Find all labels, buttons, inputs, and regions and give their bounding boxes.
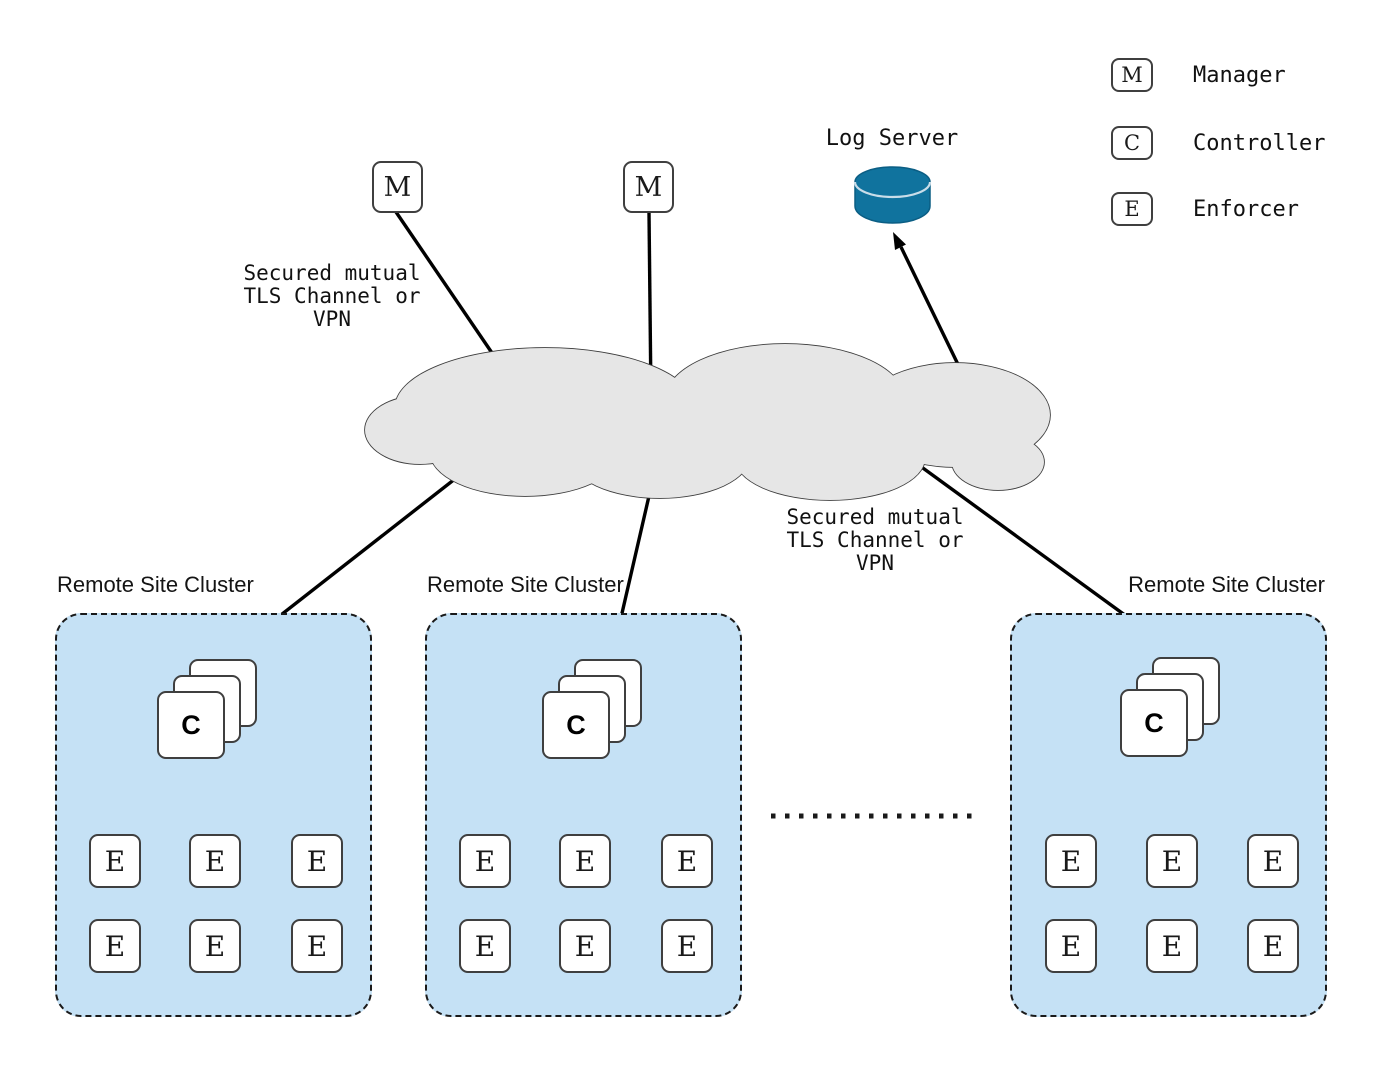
cluster-1-enforcer-6: E: [291, 919, 343, 973]
cluster-1-box: C E E E E E E: [55, 613, 372, 1017]
log-server-cylinder-icon: [853, 166, 932, 224]
cluster-3-label: Remote Site Cluster: [1128, 572, 1325, 597]
cluster-3-enforcer-1: E: [1045, 834, 1097, 888]
enforcer-letter: E: [204, 929, 226, 963]
remote-site-cluster-2: Remote Site Cluster C E E E E E E: [425, 572, 742, 1020]
cluster-2-enforcer-2: E: [559, 834, 611, 888]
legend-enforcer-symbol: E: [1124, 197, 1140, 221]
cluster-1-enforcer-1: E: [89, 834, 141, 888]
enforcer-letter: E: [306, 929, 328, 963]
enforcer-letter: E: [1060, 844, 1082, 878]
legend-enforcer-symbol-box: E: [1111, 192, 1153, 226]
enforcer-letter: E: [1262, 844, 1284, 878]
cluster-1-enforcer-4: E: [89, 919, 141, 973]
legend-controller-label: Controller: [1193, 130, 1326, 156]
enforcer-letter: E: [574, 929, 596, 963]
cluster-2-enforcer-5: E: [559, 919, 611, 973]
enforcer-letter: E: [474, 844, 496, 878]
remote-site-cluster-3: Remote Site Cluster C E E E E E E: [1010, 572, 1327, 1020]
cluster-2-controller-stack: C: [542, 659, 643, 760]
enforcer-letter: E: [1161, 929, 1183, 963]
legend: M Manager C Controller E Enforcer: [1111, 58, 1380, 228]
legend-row-enforcer: E Enforcer: [1111, 192, 1299, 226]
remote-site-cluster-1: Remote Site Cluster C E E E E E E: [55, 572, 372, 1020]
controller-letter: C: [181, 709, 201, 740]
enforcer-letter: E: [1161, 844, 1183, 878]
enforcer-letter: E: [104, 844, 126, 878]
arrowhead-icon: [893, 232, 906, 250]
cluster-1-label: Remote Site Cluster: [57, 572, 254, 597]
cluster-3-enforcer-2: E: [1146, 834, 1198, 888]
enforcer-letter: E: [1262, 929, 1284, 963]
cloud-logserver-arrow-shaft: [899, 246, 970, 386]
cluster-1-controller-stack: C: [157, 659, 258, 760]
manager-node-1-letter: M: [383, 171, 412, 203]
cluster-2-box: C E E E E E E: [425, 613, 742, 1017]
enforcer-letter: E: [574, 844, 596, 878]
cluster-3-enforcer-4: E: [1045, 919, 1097, 973]
manager-node-2: M: [623, 161, 674, 213]
secured-channel-label-left: Secured mutual TLS Channel or VPN: [243, 261, 421, 331]
cluster-1-enforcer-2: E: [189, 834, 241, 888]
cluster-1-enforcer-5: E: [189, 919, 241, 973]
cluster-3-controller-stack: C: [1120, 657, 1221, 758]
cluster-2-controller-node: C: [542, 691, 610, 759]
manager-node-2-letter: M: [634, 171, 663, 203]
enforcer-letter: E: [676, 929, 698, 963]
cluster-1-enforcer-3: E: [291, 834, 343, 888]
cluster-2-label: Remote Site Cluster: [427, 572, 624, 597]
cluster-2-enforcer-6: E: [661, 919, 713, 973]
enforcer-letter: E: [306, 844, 328, 878]
cluster-3-enforcer-6: E: [1247, 919, 1299, 973]
cluster-3-box: C E E E E E E: [1010, 613, 1327, 1017]
legend-controller-symbol-box: C: [1111, 126, 1153, 160]
legend-controller-symbol: C: [1123, 131, 1141, 155]
legend-manager-symbol-box: M: [1111, 58, 1153, 92]
enforcer-letter: E: [676, 844, 698, 878]
cluster-2-enforcer-3: E: [661, 834, 713, 888]
manager-node-1: M: [372, 161, 423, 213]
enforcer-letter: E: [104, 929, 126, 963]
legend-row-manager: M Manager: [1111, 58, 1286, 92]
controller-letter: C: [566, 709, 586, 740]
legend-manager-label: Manager: [1193, 62, 1286, 88]
cluster-2-enforcer-1: E: [459, 834, 511, 888]
enforcer-letter: E: [474, 929, 496, 963]
enforcer-letter: E: [1060, 929, 1082, 963]
cluster-3-enforcer-3: E: [1247, 834, 1299, 888]
secured-channel-label-right: Secured mutual TLS Channel or VPN: [786, 505, 964, 575]
cluster-3-controller-node: C: [1120, 689, 1188, 757]
controller-letter: C: [1144, 707, 1164, 738]
legend-enforcer-label: Enforcer: [1193, 196, 1299, 222]
legend-row-controller: C Controller: [1111, 126, 1325, 160]
internet-cloud: [364, 343, 1051, 501]
legend-manager-symbol: M: [1121, 63, 1143, 87]
cluster-3-enforcer-5: E: [1146, 919, 1198, 973]
log-server-label: Log Server: [825, 126, 959, 151]
cluster-1-controller-node: C: [157, 691, 225, 759]
enforcer-letter: E: [204, 844, 226, 878]
cluster-2-enforcer-4: E: [459, 919, 511, 973]
manager1-cloud-link: [394, 211, 507, 373]
